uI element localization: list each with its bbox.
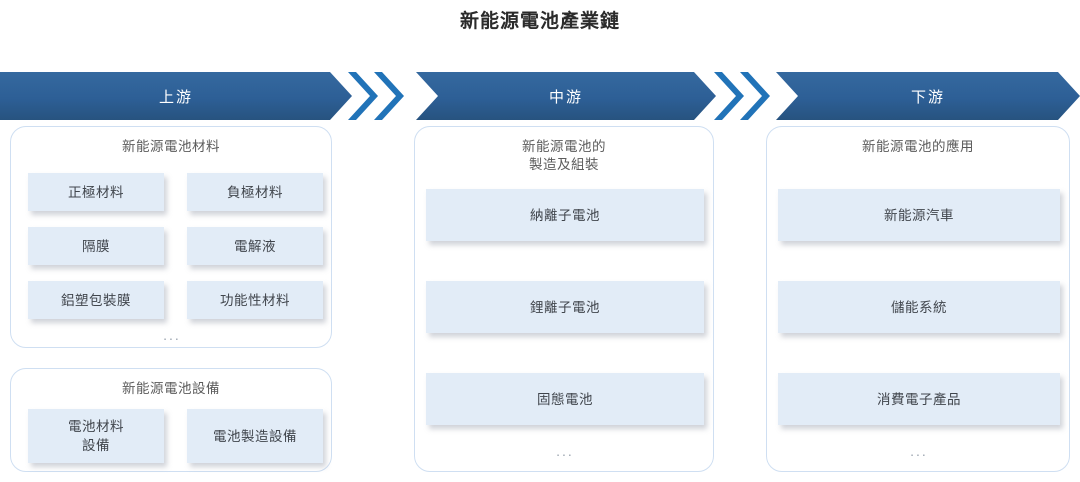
item-box[interactable]: 消費電子產品 [778, 373, 1060, 425]
panel-midstream-title: 新能源電池的製造及組裝 [522, 139, 606, 172]
chevron-right-icon [374, 72, 404, 120]
chevron-connector-2 [714, 72, 770, 120]
ellipsis-more-indicator: ... [910, 443, 928, 459]
item-box[interactable]: 電解液 [187, 227, 323, 265]
item-box[interactable]: 正極材料 [28, 173, 164, 211]
item-box[interactable]: 納離子電池 [426, 189, 704, 241]
item-box[interactable]: 新能源汽車 [778, 189, 1060, 241]
item-box[interactable]: 鋁塑包裝膜 [28, 281, 164, 319]
item-box[interactable]: 電池製造設備 [187, 409, 323, 463]
stage-banner-upstream-label: 上游 [158, 88, 193, 106]
item-box[interactable]: 鋰離子電池 [426, 281, 704, 333]
stage-banner-midstream-label: 中游 [548, 88, 583, 106]
stage-banner-row: 上游 中游 下游 [0, 72, 1080, 120]
panel-new-energy-battery-materials: 新能源電池材料 正極材料 負極材料 隔膜 電解液 鋁塑包裝膜 功能性材料 ... [10, 126, 332, 348]
stage-banner-midstream[interactable]: 中游 [416, 72, 716, 120]
chevron-right-icon [740, 72, 770, 120]
item-box[interactable]: 功能性材料 [187, 281, 323, 319]
ellipsis-more-indicator: ... [163, 327, 181, 343]
item-box[interactable]: 電池材料設備 [28, 409, 164, 463]
chevron-connector-1 [348, 72, 404, 120]
panel-battery-manufacturing-assembly: 新能源電池的製造及組裝 納離子電池 鋰離子電池 固態電池 ... [414, 126, 714, 472]
item-box[interactable]: 儲能系統 [778, 281, 1060, 333]
panel-equipment-title: 新能源電池設備 [122, 381, 220, 396]
panel-downstream-title: 新能源電池的應用 [862, 139, 974, 154]
ellipsis-more-indicator: ... [556, 443, 574, 459]
item-box[interactable]: 負極材料 [187, 173, 323, 211]
panel-new-energy-battery-equipment: 新能源電池設備 電池材料設備 電池製造設備 [10, 368, 332, 472]
page-title: 新能源電池產業鏈 [459, 11, 620, 32]
item-box[interactable]: 隔膜 [28, 227, 164, 265]
panel-materials-title: 新能源電池材料 [122, 139, 220, 154]
item-box[interactable]: 固態電池 [426, 373, 704, 425]
stage-banner-upstream[interactable]: 上游 [0, 72, 352, 120]
chevron-right-icon [348, 72, 378, 120]
panel-battery-applications: 新能源電池的應用 新能源汽車 儲能系統 消費電子產品 ... [766, 126, 1070, 472]
chevron-right-icon [714, 72, 744, 120]
stage-banner-downstream-label: 下游 [910, 88, 945, 106]
stage-banner-downstream[interactable]: 下游 [776, 72, 1080, 120]
